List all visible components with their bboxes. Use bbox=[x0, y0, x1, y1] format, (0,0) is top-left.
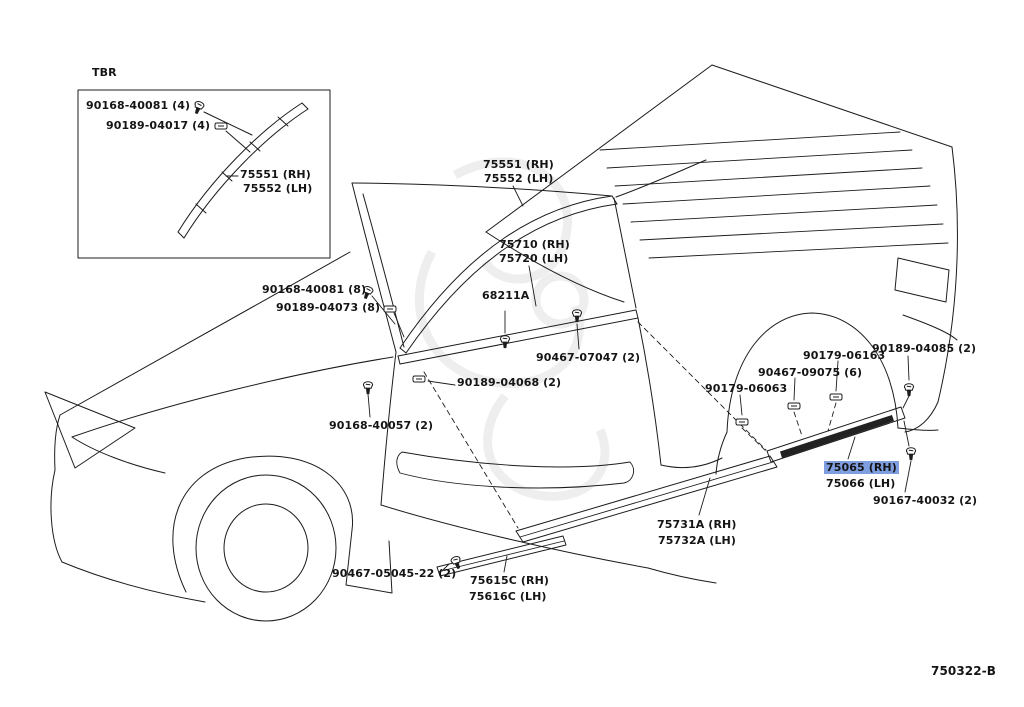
part-label-75616c[interactable]: 75616C (LH) bbox=[469, 590, 547, 603]
part-label-75551[interactable]: 75551 (RH) bbox=[483, 158, 554, 171]
part-label-90467-07047[interactable]: 90467-07047 (2) bbox=[536, 351, 641, 364]
moulding-75731a bbox=[515, 455, 778, 543]
moulding-75615c bbox=[436, 535, 567, 577]
roof-drip-moulding bbox=[399, 195, 618, 354]
part-label-90179-06163[interactable]: 90179-06163 bbox=[803, 349, 886, 362]
part-label-90467-05045-22[interactable]: 90467-05045-22 (2) bbox=[332, 567, 457, 580]
part-label-75710[interactable]: 75710 (RH) bbox=[499, 238, 570, 251]
part-label-90189-04068[interactable]: 90189-04068 (2) bbox=[457, 376, 562, 389]
part-label-90189-04073-8[interactable]: 90189-04073 (8) bbox=[276, 301, 381, 314]
part-label-90168-40081-4[interactable]: 90168-40081 (4) bbox=[86, 99, 191, 112]
clip-icon bbox=[383, 305, 397, 313]
part-label-90168-40057[interactable]: 90168-40057 (2) bbox=[329, 419, 434, 432]
part-label-90467-09075[interactable]: 90467-09075 (6) bbox=[758, 366, 863, 379]
belt-moulding bbox=[397, 309, 639, 365]
front-wheel bbox=[195, 474, 337, 622]
clip-icon bbox=[214, 122, 228, 130]
part-label-75552[interactable]: 75552 (LH) bbox=[484, 172, 554, 185]
part-label-90189-04085[interactable]: 90189-04085 (2) bbox=[872, 342, 977, 355]
screw-icon bbox=[903, 383, 915, 397]
part-label-90189-04017-4[interactable]: 90189-04017 (4) bbox=[106, 119, 211, 132]
car-body-outline bbox=[380, 317, 723, 584]
rear-deck bbox=[485, 64, 958, 433]
screw-icon bbox=[499, 335, 511, 349]
clip-icon bbox=[735, 418, 749, 426]
part-label-75732a[interactable]: 75732A (LH) bbox=[658, 534, 736, 547]
part-label-75552-inset[interactable]: 75552 (LH) bbox=[243, 182, 313, 195]
front-end bbox=[44, 251, 394, 603]
clip-icon bbox=[787, 402, 801, 410]
leader-lines bbox=[367, 185, 912, 573]
part-label-90179-06063[interactable]: 90179-06063 bbox=[705, 382, 788, 395]
part-label-75066[interactable]: 75066 (LH) bbox=[826, 477, 896, 490]
engine-cover-louvers bbox=[599, 131, 949, 259]
inset-box bbox=[77, 89, 331, 259]
part-label-68211a[interactable]: 68211A bbox=[482, 289, 530, 302]
part-label-75615c[interactable]: 75615C (RH) bbox=[470, 574, 550, 587]
watermark bbox=[414, 157, 610, 501]
clip-icon bbox=[829, 393, 843, 401]
windshield-frame bbox=[351, 182, 637, 353]
dashed-leader-lines bbox=[423, 321, 837, 529]
section-code: TBR bbox=[92, 66, 117, 79]
part-label-90168-40081-8[interactable]: 90168-40081 (8) bbox=[262, 283, 367, 296]
rear-wheel-arch bbox=[715, 312, 939, 475]
part-label-90167-40032[interactable]: 90167-40032 (2) bbox=[873, 494, 978, 507]
screw-icon bbox=[191, 99, 206, 116]
moulding-75065 bbox=[766, 406, 906, 463]
clip-icon bbox=[412, 375, 426, 383]
screw-icon bbox=[362, 381, 374, 395]
diagram-number: 750322-B bbox=[931, 664, 997, 678]
screw-icon bbox=[905, 447, 917, 461]
part-label-75731a[interactable]: 75731A (RH) bbox=[657, 518, 737, 531]
part-label-75065-selected[interactable]: 75065 (RH) bbox=[824, 461, 899, 474]
part-label-75720[interactable]: 75720 (LH) bbox=[499, 252, 569, 265]
part-label-75551-inset[interactable]: 75551 (RH) bbox=[240, 168, 311, 181]
